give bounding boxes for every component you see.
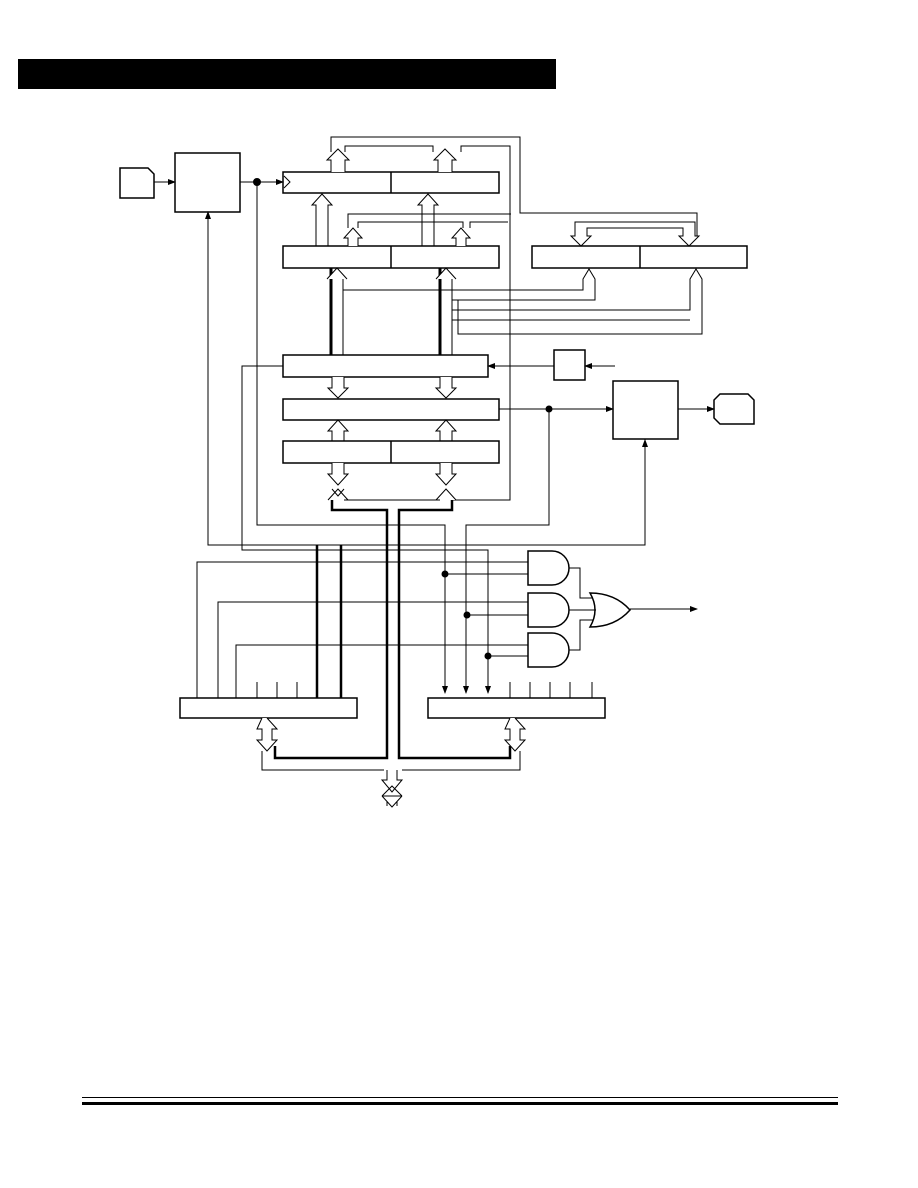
footer-rule-thin — [82, 1097, 838, 1098]
bus-arrow — [326, 419, 350, 441]
bus-arrow — [434, 377, 458, 399]
header-bar — [18, 59, 556, 89]
control-register — [282, 398, 500, 421]
and-gate-1 — [527, 550, 570, 586]
and-gate-3 — [527, 632, 570, 668]
bus-arrow — [325, 148, 351, 172]
bus-arrow — [326, 377, 350, 399]
or-gate — [588, 592, 632, 628]
input-pin — [119, 167, 155, 199]
bus-arrow — [434, 419, 458, 441]
bus-arrow — [416, 193, 440, 246]
footer-rule-thick — [82, 1102, 838, 1105]
bus-arrow — [310, 193, 334, 246]
bus-arrow — [432, 148, 458, 172]
data-latch — [282, 354, 489, 378]
and-gate-2 — [527, 592, 570, 628]
left-bus-register — [179, 697, 358, 719]
output-pin — [713, 393, 755, 425]
small-prescaler — [553, 349, 586, 381]
output-logic-block — [612, 380, 679, 440]
main-data-bus — [380, 770, 404, 793]
right-bus-register — [427, 697, 606, 719]
clock-block — [174, 152, 241, 213]
